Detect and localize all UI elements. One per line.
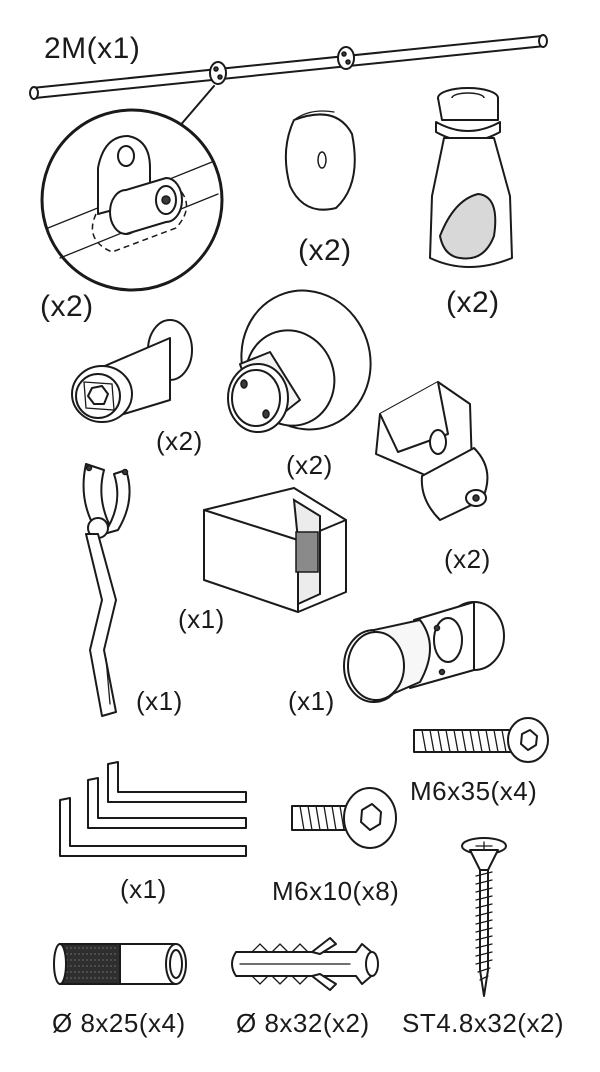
screw-m6x35-label: M6x35(x4) [410,776,538,806]
washer-icon [284,110,356,211]
self-tapping-screw-label: ST4.8x32(x2) [402,1008,565,1038]
door-knob-icon [343,601,505,703]
rod-support-label: (x2) [40,290,94,323]
hex-bolt-short-icon [291,787,397,849]
hex-keys-label: (x1) [120,874,167,904]
wall-bracket-icon [71,319,193,423]
door-knob-label: (x1) [288,686,335,716]
roller-wheel-label: (x2) [286,450,333,480]
anchor-sleeve-label: Ø 8x25(x4) [52,1008,186,1038]
sliding-rod-icon [29,34,548,129]
spanner-wrench-label: (x1) [136,686,183,716]
floor-guide-icon [203,487,347,613]
stopper-label: (x2) [446,286,500,319]
self-tapping-screw-icon [461,837,507,997]
wall-bracket-label: (x2) [156,426,203,456]
floor-guide-label: (x1) [178,604,225,634]
rod-label: 2M(x1) [44,32,141,65]
hanger-clamp-icon [375,381,489,521]
roller-wheel-icon [227,289,372,433]
screw-m6x10-label: M6x10(x8) [272,876,400,906]
hanger-clamp-label: (x2) [444,544,491,574]
hex-key-set-icon [59,761,247,857]
anchor-sleeve-icon [53,943,187,985]
spanner-wrench-icon [82,463,131,717]
hex-bolt-long-icon [413,717,549,763]
rod-support-detail-icon [40,108,224,292]
wall-plug-icon [231,937,379,991]
washer-label: (x2) [298,234,352,267]
stopper-icon [429,87,513,268]
wall-plug-label: Ø 8x32(x2) [236,1008,370,1038]
